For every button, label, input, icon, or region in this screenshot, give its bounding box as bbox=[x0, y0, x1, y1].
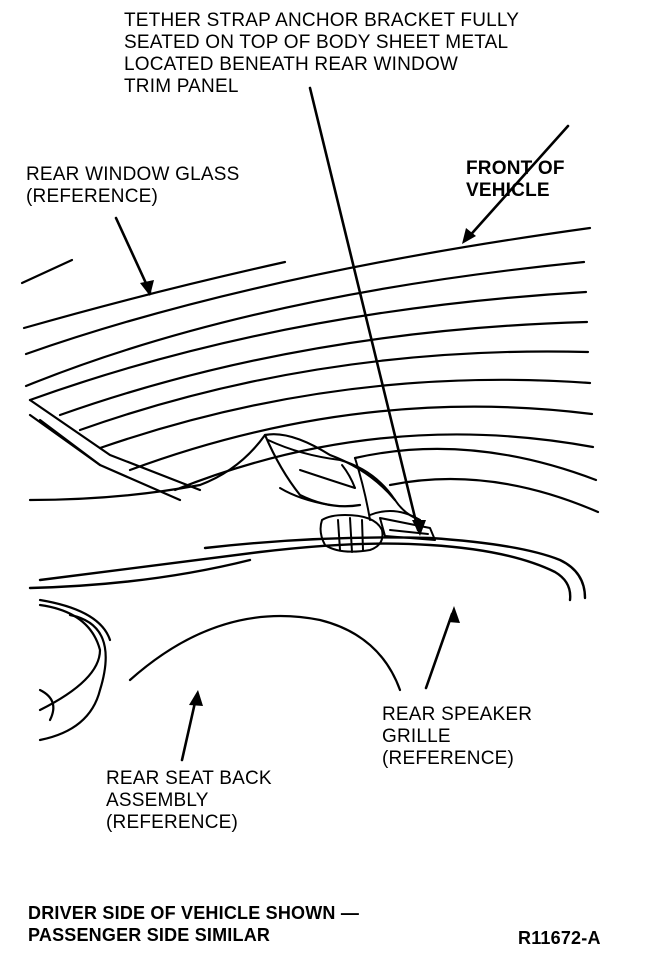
callout-seat-line-2: ASSEMBLY bbox=[106, 790, 209, 811]
figure-code: R11672-A bbox=[518, 928, 601, 948]
callout-seat-line-3: (REFERENCE) bbox=[106, 812, 239, 833]
callout-seat-line-1: REAR SEAT BACK bbox=[106, 768, 272, 789]
callout-front-of-vehicle: FRONT OF VEHICLE bbox=[466, 158, 565, 202]
figure-note-line-1: DRIVER SIDE OF VEHICLE SHOWN — bbox=[28, 903, 360, 923]
package-tray-edge bbox=[28, 536, 587, 602]
rear-seat-back-contour bbox=[38, 598, 402, 742]
hand-illustration bbox=[267, 439, 436, 553]
callout-grille-line-2: GRILLE bbox=[382, 726, 451, 747]
arrowheads bbox=[140, 228, 476, 706]
callout-grille-line-3: (REFERENCE) bbox=[382, 748, 515, 769]
callout-rear-window-glass: REAR WINDOW GLASS (REFERENCE) bbox=[26, 164, 239, 208]
callout-rear-seat-back: REAR SEAT BACK ASSEMBLY (REFERENCE) bbox=[106, 768, 272, 834]
callout-tether-line-3: LOCATED BENEATH REAR WINDOW bbox=[124, 54, 459, 75]
callout-grille-line-1: REAR SPEAKER bbox=[382, 704, 533, 725]
callout-rear-speaker-grille: REAR SPEAKER GRILLE (REFERENCE) bbox=[382, 704, 532, 770]
callout-tether-line-1: TETHER STRAP ANCHOR BRACKET FULLY bbox=[124, 10, 520, 31]
callout-tether-line-2: SEATED ON TOP OF BODY SHEET METAL bbox=[124, 32, 509, 53]
leader-lines bbox=[114, 86, 570, 762]
figure-note: DRIVER SIDE OF VEHICLE SHOWN — PASSENGER… bbox=[28, 902, 359, 946]
trim-panel-outline bbox=[28, 398, 397, 508]
rear-window-glass-lines bbox=[20, 226, 600, 514]
callout-glass-line-2: (REFERENCE) bbox=[26, 186, 159, 207]
figure-note-line-2: PASSENGER SIDE SIMILAR bbox=[28, 925, 271, 945]
callout-front-line-1: FRONT OF bbox=[466, 158, 565, 179]
callout-tether-line-4: TRIM PANEL bbox=[124, 76, 239, 97]
callout-glass-line-1: REAR WINDOW GLASS bbox=[26, 164, 240, 185]
callout-tether-anchor: TETHER STRAP ANCHOR BRACKET FULLY SEATED… bbox=[124, 10, 519, 98]
callout-front-line-2: VEHICLE bbox=[466, 180, 550, 201]
